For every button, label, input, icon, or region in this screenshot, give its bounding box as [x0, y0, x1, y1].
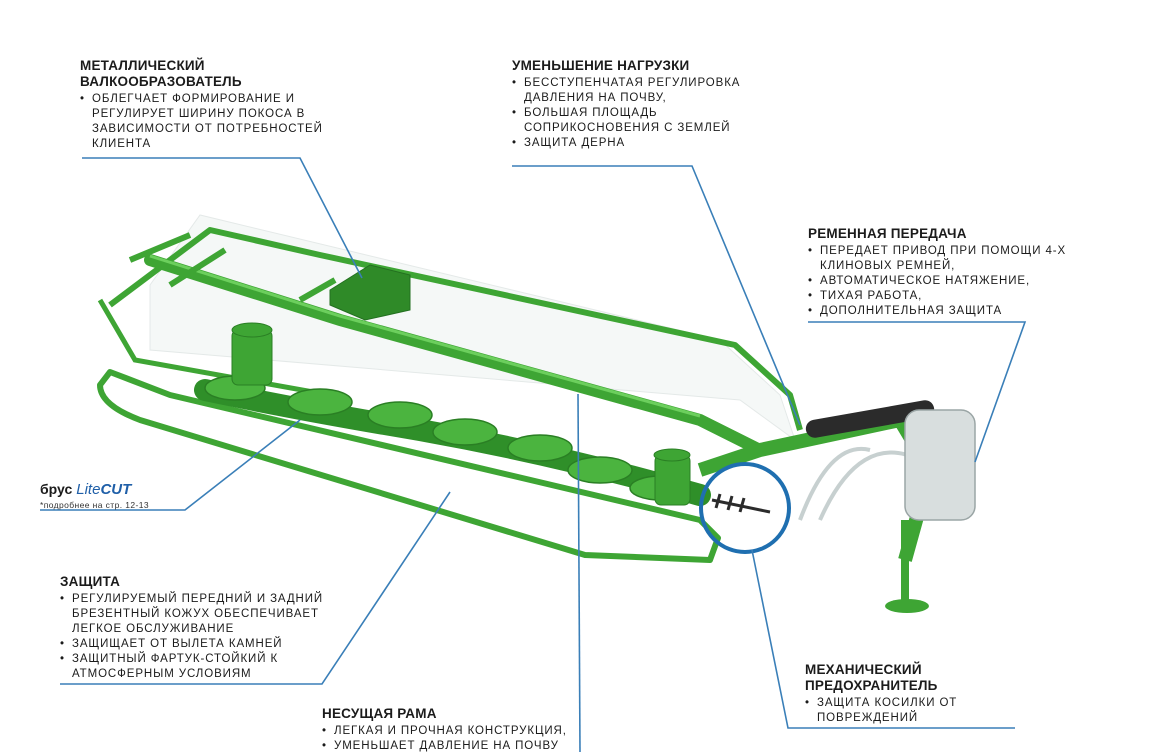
title-line: МЕТАЛЛИЧЕСКИЙ: [80, 58, 205, 73]
title-line: ЗАЩИТА: [60, 574, 121, 589]
callout-load-reduction: УМЕНЬШЕНИЕ НАГРУЗКИ БЕССТУПЕНЧАТАЯ РЕГУЛ…: [512, 58, 757, 151]
swath-board-frame: [108, 227, 803, 431]
title-line: ВАЛКООБРАЗОВАТЕЛЬ: [80, 74, 242, 89]
callout-protection-bullets: РЕГУЛИРУЕМЫЙ ПЕРЕДНИЙ И ЗАДНИЙ БРЕЗЕНТНЫ…: [60, 592, 350, 682]
callout-mechanical-fuse-bullets: ЗАЩИТА КОСИЛКИ ОТ ПОВРЕЖДЕНИЙ: [805, 696, 1035, 726]
callout-belt-drive-bullets: ПЕРЕДАЕТ ПРИВОД ПРИ ПОМОЩИ 4-Х КЛИНОВЫХ …: [808, 244, 1070, 319]
callout-swath-former-bullets: ОБЛЕГЧАЕТ ФОРМИРОВАНИЕ И РЕГУЛИРУЕТ ШИРИ…: [80, 92, 350, 152]
cutter-discs: [204, 375, 691, 501]
leader-belt: [808, 321, 1027, 463]
bullet-item: ЗАЩИТА КОСИЛКИ ОТ ПОВРЕЖДЕНИЙ: [805, 696, 1035, 726]
support-foot: [885, 599, 929, 613]
bullet-item: ОБЛЕГЧАЕТ ФОРМИРОВАНИЕ И РЕГУЛИРУЕТ ШИРИ…: [80, 92, 350, 152]
bullet-item: ДОПОЛНИТЕЛЬНАЯ ЗАЩИТА: [808, 304, 1070, 319]
bullet-item: УМЕНЬШАЕТ ДАВЛЕНИЕ НА ПОЧВУ: [322, 739, 612, 754]
callout-protection: ЗАЩИТА РЕГУЛИРУЕМЫЙ ПЕРЕДНИЙ И ЗАДНИЙ БР…: [60, 574, 350, 682]
callout-belt-drive: РЕМЕННАЯ ПЕРЕДАЧА ПЕРЕДАЕТ ПРИВОД ПРИ ПО…: [808, 226, 1070, 319]
brus-note: *подробнее на стр. 12-13: [40, 500, 149, 510]
hydraulic-cylinder: [805, 400, 935, 438]
title-line: НЕСУЩАЯ РАМА: [322, 706, 437, 721]
brus-cut: CUT: [100, 481, 132, 498]
main-beam-highlight: [149, 254, 701, 418]
title-line: МЕХАНИЧЕСКИЙ: [805, 662, 922, 677]
callout-mechanical-fuse-title: МЕХАНИЧЕСКИЙ ПРЕДОХРАНИТЕЛЬ: [805, 662, 1035, 694]
bullet-item: БОЛЬШАЯ ПЛОЩАДЬ СОПРИКОСНОВЕНИЯ С ЗЕМЛЕЙ: [512, 106, 757, 136]
callout-swath-former: МЕТАЛЛИЧЕСКИЙ ВАЛКООБРАЗОВАТЕЛЬ ОБЛЕГЧАЕ…: [80, 58, 350, 152]
bullet-item: РЕГУЛИРУЕМЫЙ ПЕРЕДНИЙ И ЗАДНИЙ БРЕЗЕНТНЫ…: [60, 592, 350, 637]
bullet-item: ТИХАЯ РАБОТА,: [808, 289, 1070, 304]
bullet-item: ЗАЩИТА ДЕРНА: [512, 136, 757, 151]
brus-word: брус: [40, 481, 73, 497]
callout-protection-title: ЗАЩИТА: [60, 574, 350, 590]
callout-swath-former-title: МЕТАЛЛИЧЕСКИЙ ВАЛКООБРАЗОВАТЕЛЬ: [80, 58, 350, 90]
callout-load-reduction-title: УМЕНЬШЕНИЕ НАГРУЗКИ: [512, 58, 757, 74]
bullet-item: АВТОМАТИЧЕСКОЕ НАТЯЖЕНИЕ,: [808, 274, 1070, 289]
support-frame: [97, 369, 721, 563]
bullet-item: ЛЕГКАЯ И ПРОЧНАЯ КОНСТРУКЦИЯ,: [322, 724, 612, 739]
leader-metal: [82, 157, 363, 279]
callout-load-reduction-bullets: БЕССТУПЕНЧАТАЯ РЕГУЛИРОВКА ДАВЛЕНИЯ НА П…: [512, 76, 757, 151]
hitch-pipes: [798, 446, 921, 521]
disc-drums: [231, 322, 691, 506]
brus-lite: Lite: [76, 481, 101, 498]
title-line: УМЕНЬШЕНИЕ НАГРУЗКИ: [512, 58, 690, 73]
bullet-item: ЗАЩИТНЫЙ ФАРТУК-СТОЙКИЙ К АТМОСФЕРНЫМ УС…: [60, 652, 350, 682]
leader-litecut: [40, 419, 301, 511]
main-beam: [144, 254, 766, 456]
bullet-item: ПЕРЕДАЕТ ПРИВОД ПРИ ПОМОЩИ 4-Х КЛИНОВЫХ …: [808, 244, 1070, 274]
leader-lines: [40, 157, 1027, 752]
leader-fuse: [751, 549, 1015, 729]
upper-tube: [128, 232, 337, 303]
bullet-item: БЕССТУПЕНЧАТАЯ РЕГУЛИРОВКА ДАВЛЕНИЯ НА П…: [512, 76, 757, 106]
callout-support-frame: НЕСУЩАЯ РАМА ЛЕГКАЯ И ПРОЧНАЯ КОНСТРУКЦИ…: [322, 706, 612, 754]
mechanical-fuse-highlight: [699, 462, 791, 554]
belt-guard: [904, 409, 976, 521]
leader-load: [512, 165, 801, 426]
title-line: ПРЕДОХРАНИТЕЛЬ: [805, 678, 938, 693]
leader-protect: [60, 491, 451, 685]
callout-support-frame-title: НЕСУЩАЯ РАМА: [322, 706, 612, 722]
leader-frame: [577, 393, 581, 752]
callout-belt-drive-title: РЕМЕННАЯ ПЕРЕДАЧА: [808, 226, 1070, 242]
fuse-spring: [711, 493, 771, 514]
swath-board-box: [329, 264, 411, 321]
bullet-item: ЗАЩИЩАЕТ ОТ ВЫЛЕТА КАМНЕЙ: [60, 637, 350, 652]
title-line: РЕМЕННАЯ ПЕРЕДАЧА: [808, 226, 967, 241]
callout-support-frame-bullets: ЛЕГКАЯ И ПРОЧНАЯ КОНСТРУКЦИЯ, УМЕНЬШАЕТ …: [322, 724, 612, 754]
callout-mechanical-fuse: МЕХАНИЧЕСКИЙ ПРЕДОХРАНИТЕЛЬ ЗАЩИТА КОСИЛ…: [805, 662, 1035, 726]
